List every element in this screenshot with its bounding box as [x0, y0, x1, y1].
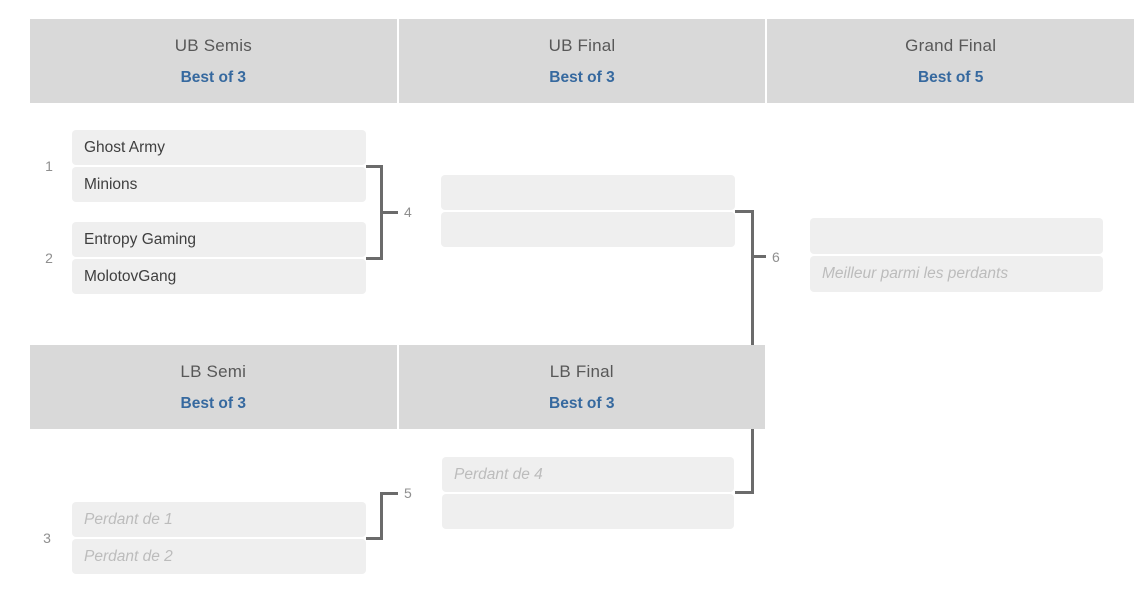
match-5-number: 5 — [404, 485, 412, 501]
match-4-slot-2[interactable] — [441, 212, 735, 247]
match-3-slot-1[interactable]: Perdant de 1 — [72, 502, 366, 537]
round-format: Best of 3 — [549, 68, 615, 86]
match-6-grand-final[interactable]: Meilleur parmi les perdants — [810, 218, 1103, 292]
match-2-slot-1[interactable]: Entropy Gaming — [72, 222, 366, 257]
match-2-number: 2 — [45, 250, 53, 266]
round-format: Best of 5 — [917, 68, 984, 86]
match-1-slot-2[interactable]: Minions — [72, 167, 366, 202]
match-2[interactable]: Entropy Gaming MolotovGang — [72, 222, 366, 294]
round-title: LB Semi — [180, 361, 247, 381]
connector-to-m4-arm — [380, 211, 398, 214]
match-3-number: 3 — [43, 530, 51, 546]
match-2-slot-2[interactable]: MolotovGang — [72, 259, 366, 294]
connector-m1-arm — [366, 165, 383, 168]
match-1-slot-1[interactable]: Ghost Army — [72, 130, 366, 165]
round-header-ub-semis: UB Semis Best of 3 — [30, 19, 397, 103]
connector-m5-arm — [735, 491, 754, 494]
match-4-slot-1[interactable] — [441, 175, 735, 210]
match-1-number: 1 — [45, 158, 53, 174]
match-6-slot-2[interactable]: Meilleur parmi les perdants — [810, 256, 1103, 292]
match-4-number: 4 — [404, 204, 412, 220]
match-3-slot-2[interactable]: Perdant de 2 — [72, 539, 366, 574]
round-title: Grand Final — [905, 35, 997, 55]
connector-m2-arm — [366, 257, 383, 260]
match-5-slot-2[interactable] — [442, 494, 734, 529]
lower-bracket-round-headers: LB Semi Best of 3 LB Final Best of 3 — [30, 345, 765, 429]
match-5[interactable]: Perdant de 4 — [442, 457, 734, 529]
round-format: Best of 3 — [549, 394, 615, 412]
round-title: UB Final — [548, 35, 616, 55]
connector-m3-arm — [366, 537, 383, 540]
match-1[interactable]: Ghost Army Minions — [72, 130, 366, 202]
upper-bracket-round-headers: UB Semis Best of 3 UB Final Best of 3 Gr… — [30, 19, 1135, 103]
round-header-grand-final: Grand Final Best of 5 — [767, 19, 1135, 103]
connector-to-m5-arm — [380, 492, 398, 495]
connector-m4-arm — [735, 210, 754, 213]
round-header-ub-final: UB Final Best of 3 — [398, 19, 766, 103]
match-4[interactable] — [441, 175, 735, 247]
round-header-lb-semi: LB Semi Best of 3 — [30, 345, 397, 429]
round-format: Best of 3 — [180, 68, 247, 86]
match-5-slot-1[interactable]: Perdant de 4 — [442, 457, 734, 492]
round-title: UB Semis — [174, 35, 252, 55]
match-6-number: 6 — [772, 249, 780, 265]
round-header-lb-final: LB Final Best of 3 — [398, 345, 765, 429]
connector-lb-vertical — [380, 492, 383, 540]
match-3[interactable]: Perdant de 1 Perdant de 2 — [72, 502, 366, 574]
round-format: Best of 3 — [180, 394, 246, 412]
connector-to-m6-tick — [751, 255, 766, 258]
match-6-slot-1[interactable] — [810, 218, 1103, 254]
round-title: LB Final — [549, 361, 614, 381]
